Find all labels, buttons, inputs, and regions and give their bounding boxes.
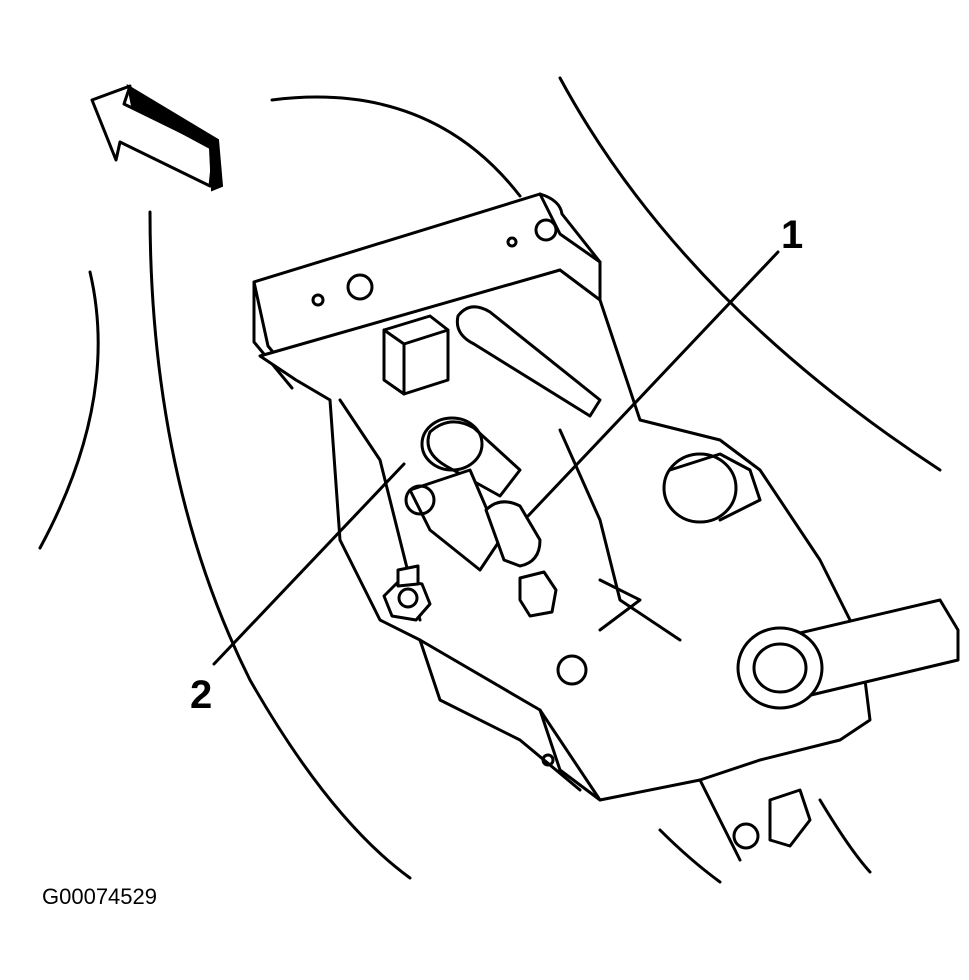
push-rods: [404, 305, 602, 572]
callout-2: 2: [190, 673, 212, 717]
brake-switch-clip: [484, 500, 558, 618]
lower-clip: [541, 654, 812, 850]
pedal-shaft: [736, 598, 960, 710]
figure-id: G00074529: [42, 884, 157, 909]
callout-1: 1: [781, 213, 803, 257]
mounting-nut: [382, 564, 432, 622]
pivot-knob: [662, 452, 762, 524]
leader-line-1: [526, 250, 780, 518]
switch-block: [382, 314, 450, 396]
direction-arrow-icon: [90, 83, 224, 192]
leader-line-2: [212, 462, 406, 666]
background-panel-lines: [38, 76, 942, 884]
pedal-housing: [258, 268, 872, 862]
